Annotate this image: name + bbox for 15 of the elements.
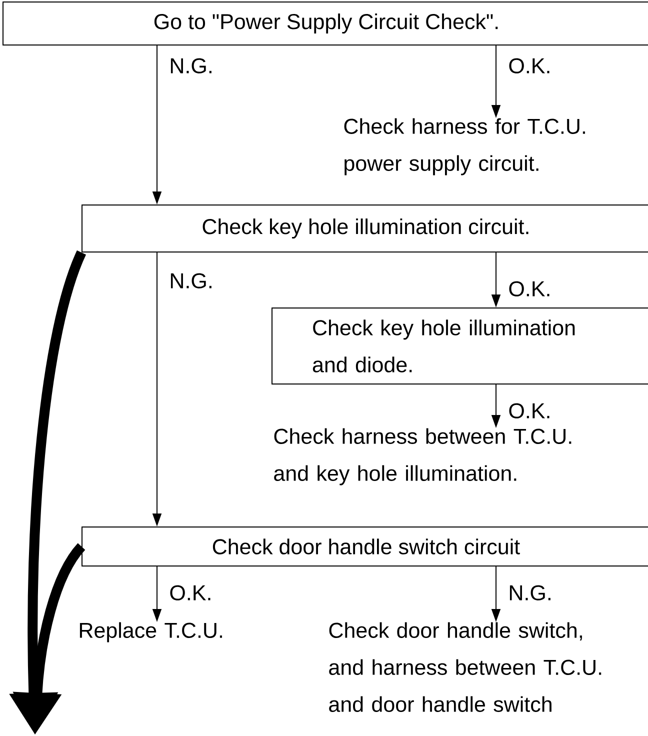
process-box: Go to "Power Supply Circuit Check".	[2, 2, 648, 46]
edge-label: O.K.	[509, 281, 550, 296]
process-box: Check door handle switch circuit	[82, 526, 648, 566]
edge-label: N.G.	[510, 585, 550, 600]
process-box: Check key hole illumination and diode.	[272, 308, 648, 384]
process-box: Check key hole illumination circuit.	[82, 204, 648, 252]
edge-label: O.K.	[509, 403, 550, 418]
edge-label: O.K.	[170, 585, 210, 600]
edge-label: N.G.	[170, 273, 212, 288]
result-text: Check harness between T.C.U. and key hole illumination.	[274, 428, 572, 486]
edge-label: N.G.	[170, 58, 212, 74]
edge-label: O.K.	[509, 58, 550, 74]
result-text: Check harness for T.C.U. power supply circuit.	[344, 118, 585, 176]
result-text: Check door handle switch, and harness between T.C.U. and door handle switch	[329, 622, 602, 712]
result-text: Replace T.C.U.	[80, 622, 222, 642]
